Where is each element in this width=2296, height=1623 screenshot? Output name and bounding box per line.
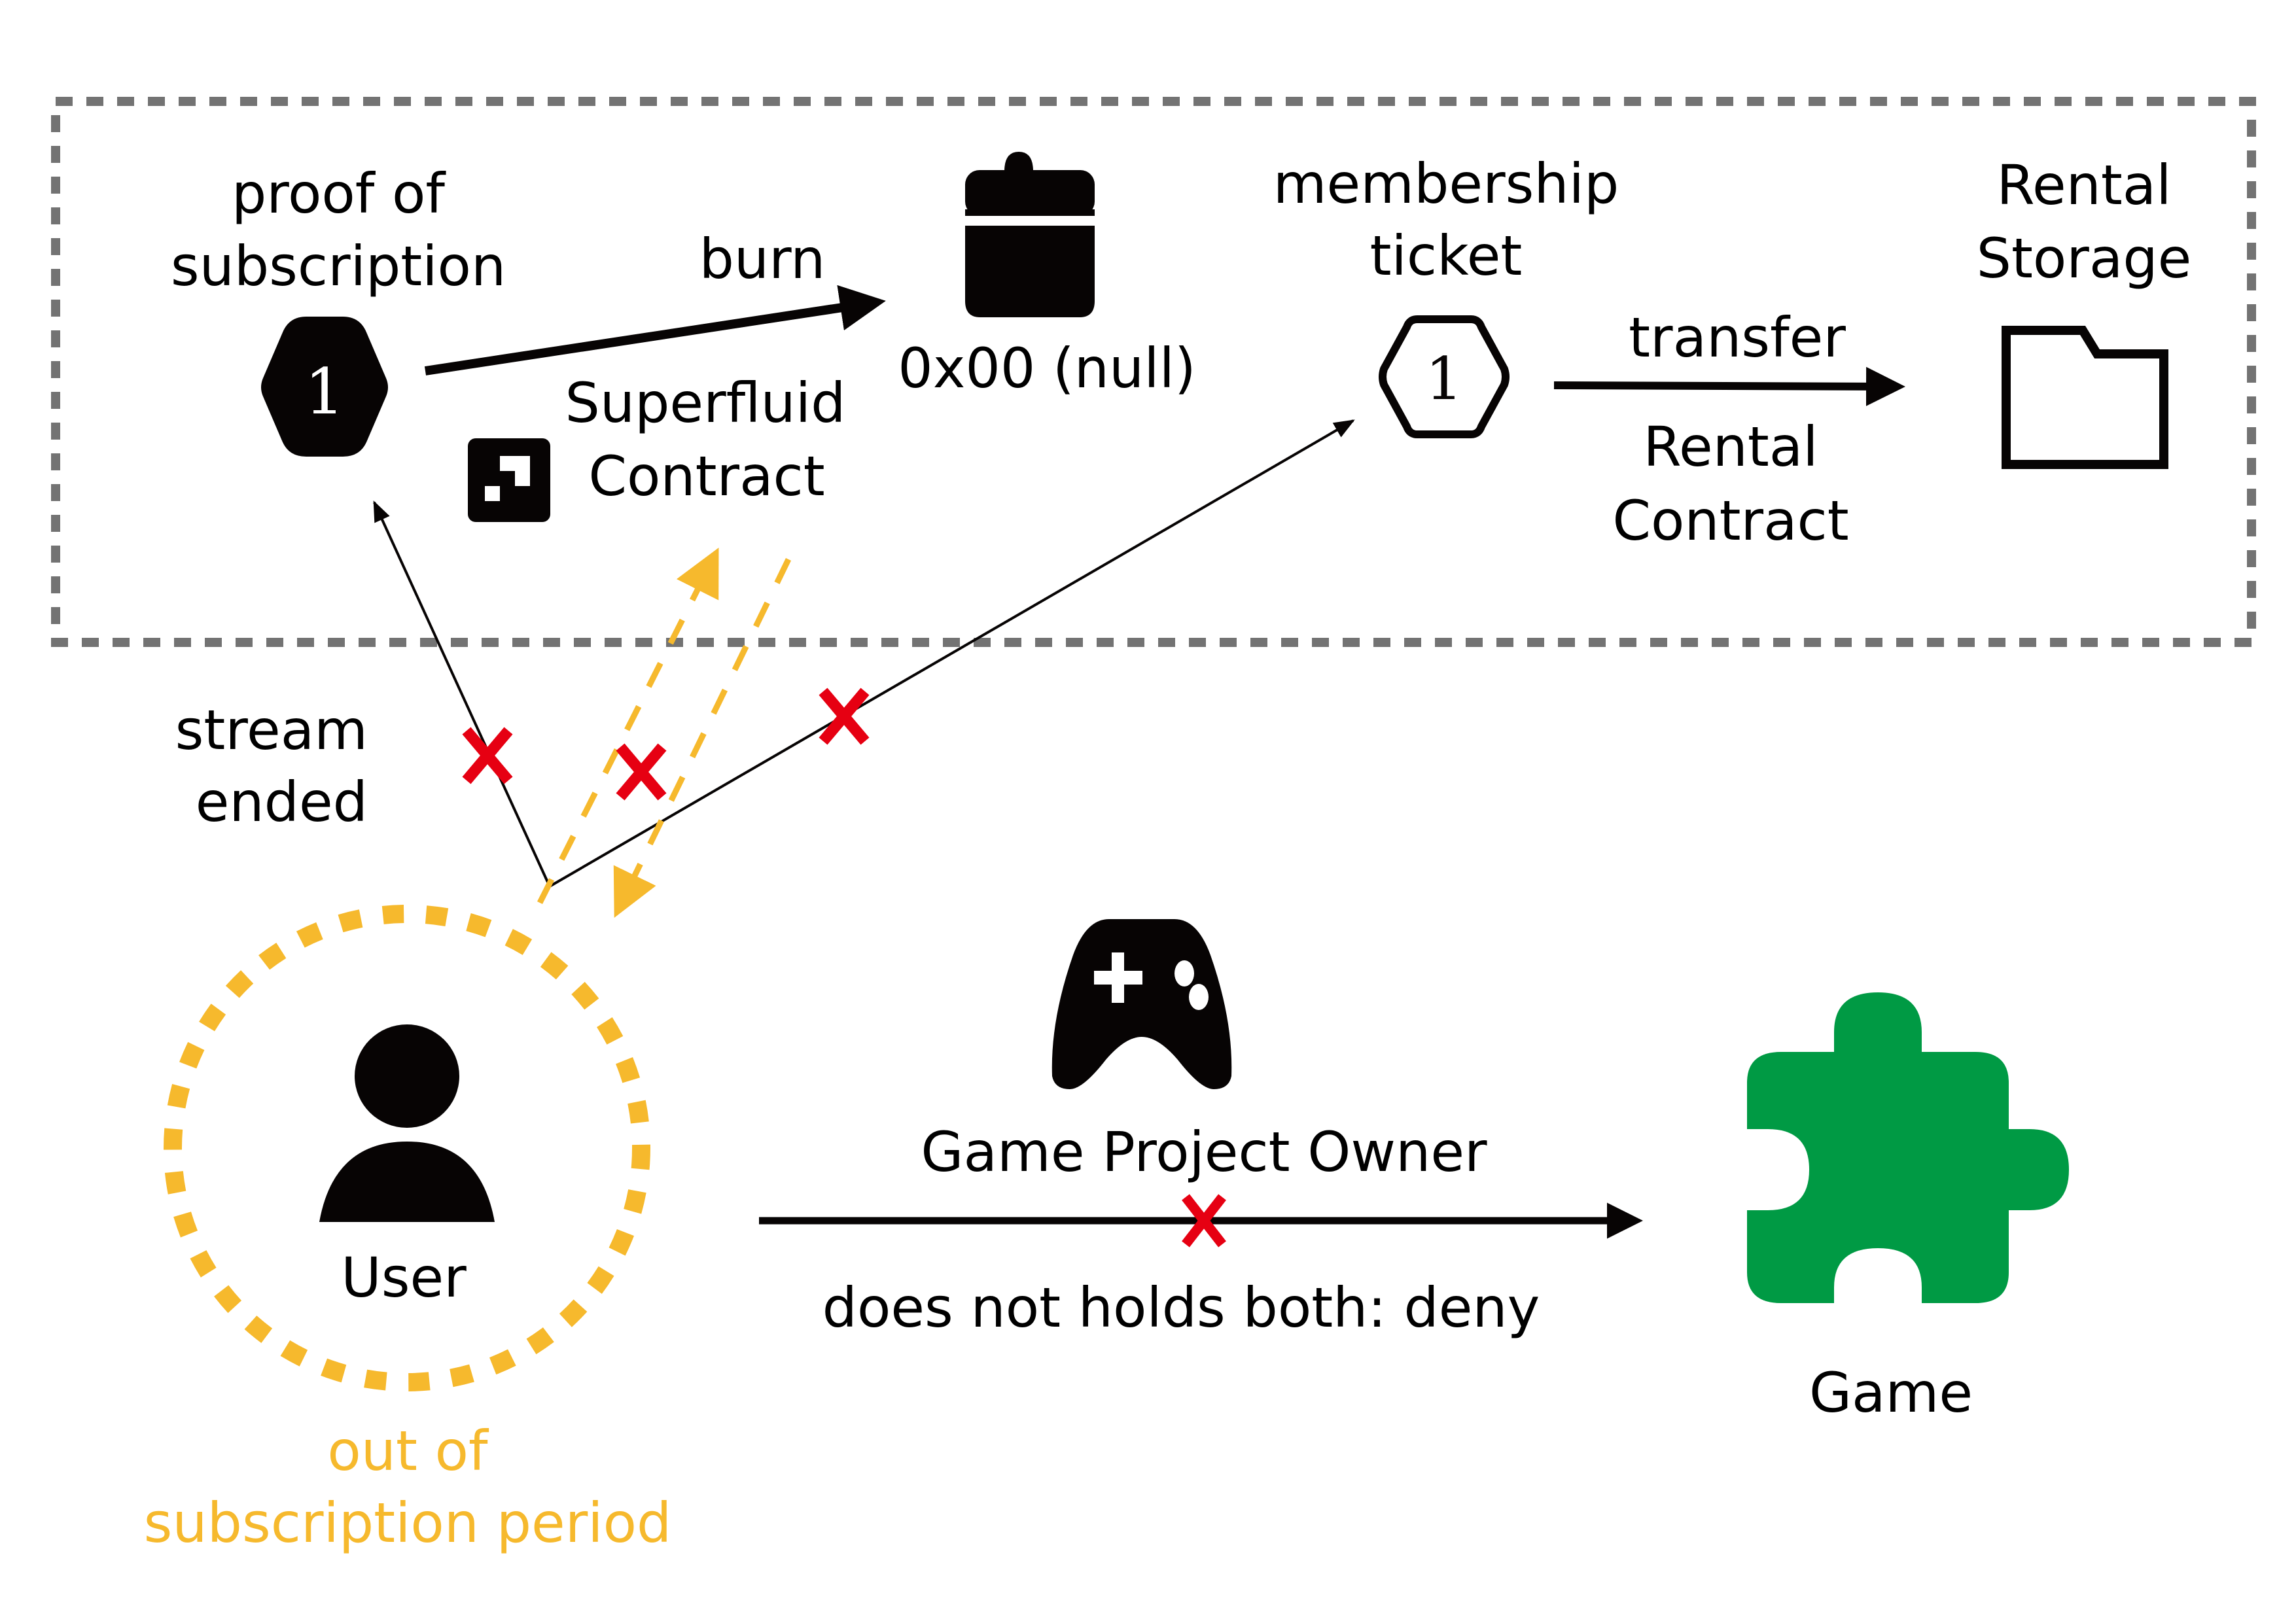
hexagon-token-outline-icon: 1: [1379, 315, 1510, 438]
stream-ended-line2: ended: [196, 770, 368, 834]
rental-contract-line1: Rental: [1643, 415, 1818, 479]
denied-x-icon: [1182, 1194, 1226, 1248]
access-result-label: does not holds both: deny: [822, 1276, 1540, 1340]
proof-label-line2: subscription: [171, 234, 506, 298]
folder-icon: [2002, 326, 2168, 469]
denied-x-icon: [462, 727, 513, 784]
proof-label-line1: proof of: [232, 162, 446, 226]
hexagon-token-filled-icon: 1: [261, 317, 388, 457]
proof-of-subscription-node[interactable]: proof of subscription 1: [171, 162, 506, 457]
trash-icon: [965, 152, 1095, 317]
stream-in-dashed-arrow: [613, 558, 792, 918]
rental-contract-label: Rental Contract: [1612, 415, 1848, 553]
superfluid-contract-node[interactable]: Superfluid Contract: [468, 371, 845, 522]
stream-ended-line1: stream: [175, 698, 368, 762]
membership-link-line: [548, 419, 1355, 888]
transfer-arrow: [1553, 366, 1905, 406]
membership-label-line1: membership: [1273, 152, 1619, 216]
stream-ended-line: [373, 500, 551, 887]
null-address-node[interactable]: 0x00 (null): [898, 152, 1196, 400]
game-label: Game: [1809, 1361, 1973, 1425]
subscription-status-line2: subscription period: [144, 1491, 672, 1555]
superfluid-logo-icon: [468, 438, 550, 522]
burn-arrow: [424, 285, 886, 375]
denied-x-icon: [819, 688, 870, 745]
superfluid-label-line1: Superfluid: [565, 371, 846, 435]
denied-x-icon: [616, 743, 667, 801]
burn-label: burn: [699, 227, 826, 291]
gamepad-icon: [1051, 919, 1232, 1089]
user-node[interactable]: User: [164, 905, 650, 1391]
game-project-owner-node[interactable]: Game Project Owner: [921, 919, 1487, 1184]
puzzle-piece-icon: [1747, 992, 2069, 1303]
membership-label-line2: ticket: [1370, 224, 1523, 288]
owner-label: Game Project Owner: [921, 1120, 1487, 1184]
transfer-label: transfer: [1629, 305, 1846, 370]
rental-storage-node[interactable]: Rental Storage: [1977, 153, 2192, 469]
membership-token-value: 1: [1425, 345, 1462, 413]
null-address-label: 0x00 (null): [898, 336, 1195, 400]
onchain-region-box: [51, 97, 2256, 647]
subscription-status-ring: [164, 905, 650, 1391]
rental-contract-line2: Contract: [1612, 489, 1848, 553]
proof-token-value: 1: [304, 355, 344, 428]
storage-label-line1: Rental: [1996, 153, 2171, 217]
stream-out-dashed-arrow: [537, 548, 719, 905]
membership-ticket-node[interactable]: membership ticket 1: [1273, 152, 1619, 438]
superfluid-label-line2: Contract: [588, 444, 824, 508]
user-icon: [319, 1024, 495, 1222]
user-label: User: [341, 1246, 467, 1310]
subscription-status-line1: out of: [327, 1419, 489, 1483]
game-node[interactable]: Game: [1747, 992, 2069, 1425]
storage-label-line2: Storage: [1977, 226, 2192, 290]
